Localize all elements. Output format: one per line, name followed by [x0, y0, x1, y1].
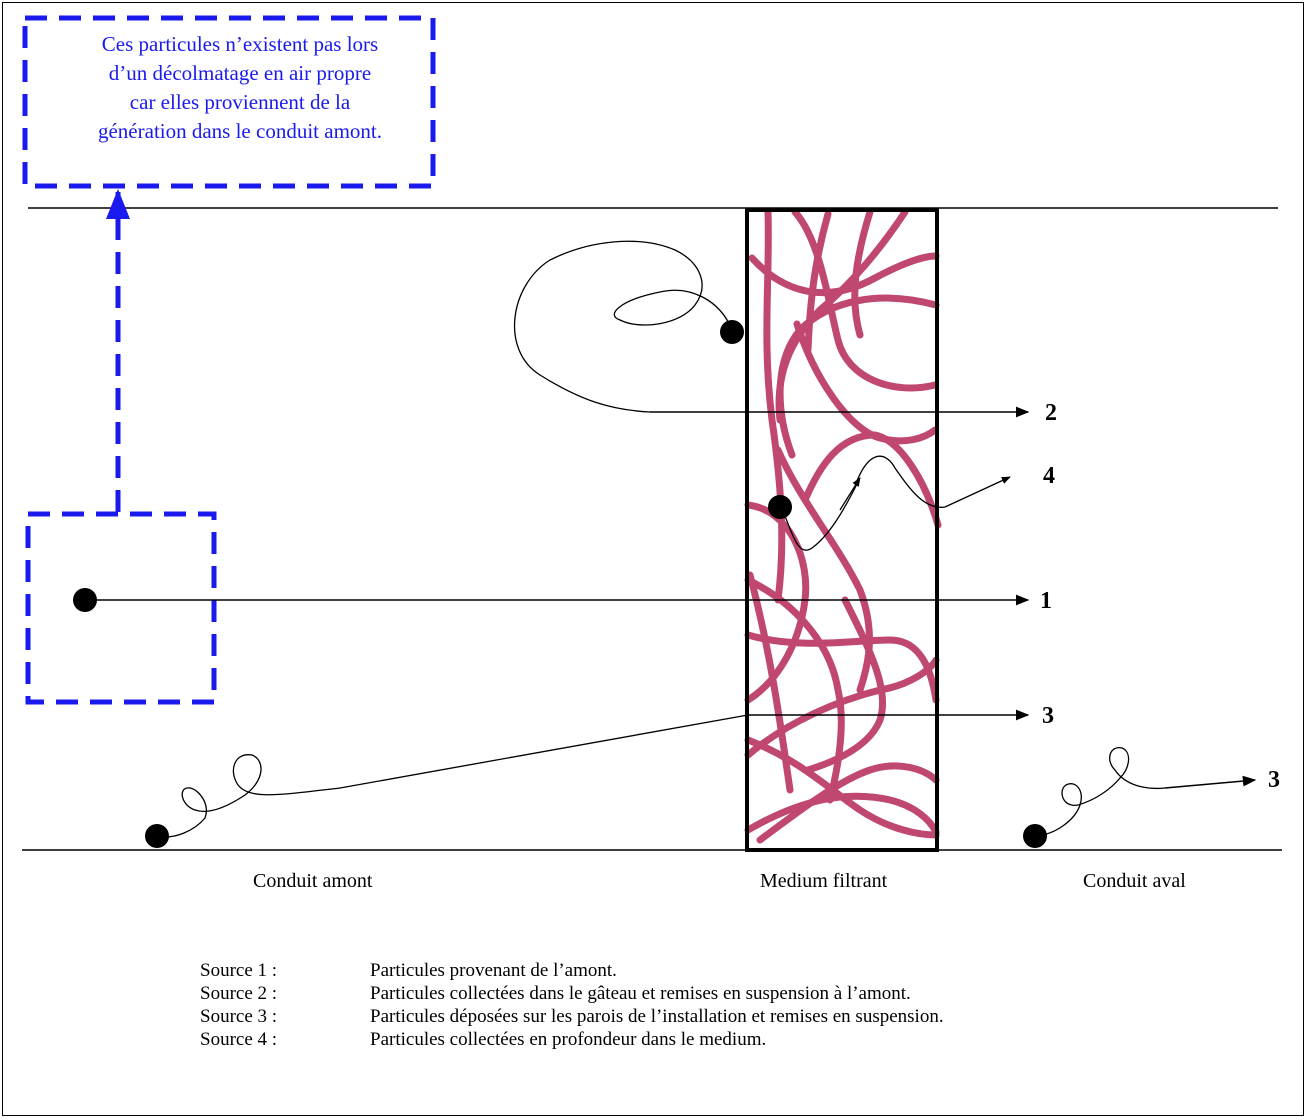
- path-source-3-downstream: [1034, 747, 1166, 837]
- legend-row: Source 4 : Particules collectées en prof…: [200, 1028, 944, 1051]
- note-line: Ces particules n’existent pas lors: [101, 32, 379, 56]
- region-medium-label: Medium filtrant: [760, 870, 888, 892]
- legend-key: Source 1 :: [200, 960, 278, 981]
- region-upstream-label: Conduit amont: [253, 870, 373, 892]
- label-source-4: 4: [1043, 463, 1055, 489]
- particle-source-3-downstream: [1023, 824, 1047, 848]
- particle-source-4: [768, 495, 792, 519]
- note-text: Ces particules n’existent pas lors d’un …: [40, 30, 440, 146]
- legend-row: Source 1 : Particules provenant de l’amo…: [200, 959, 944, 982]
- legend-text: Particules déposées sur les parois de l’…: [370, 1006, 944, 1027]
- path-source-3-upstream: [156, 754, 341, 838]
- filter-frame: [745, 208, 939, 852]
- path-source-4: [779, 481, 859, 551]
- legend-row: Source 2 : Particules collectées dans le…: [200, 982, 944, 1005]
- legend-text: Particules provenant de l’amont.: [370, 960, 617, 981]
- region-downstream-label: Conduit aval: [1083, 870, 1186, 892]
- legend: Source 1 : Particules provenant de l’amo…: [200, 959, 944, 1051]
- note-line: génération dans le conduit amont.: [97, 119, 382, 143]
- particle-source-3-upstream: [145, 824, 169, 848]
- note-line: d’un décolmatage en air propre: [108, 61, 372, 85]
- path-source-3-line: [339, 714, 749, 789]
- particle-source-1: [73, 588, 97, 612]
- path-source-4-arrow-mid: [839, 477, 861, 511]
- note-line: car elles proviennent de la: [129, 90, 351, 114]
- filter-fibers: [744, 208, 942, 844]
- path-source-2: [513, 240, 733, 413]
- particle-source-2: [720, 320, 744, 344]
- label-source-3-filter: 3: [1042, 703, 1054, 729]
- legend-text: Particules collectées dans le gâteau et …: [370, 983, 911, 1004]
- legend-key: Source 4 :: [200, 1029, 278, 1050]
- path-source-4-b: [854, 455, 946, 508]
- source-zone-box: [25, 511, 217, 705]
- legend-key: Source 3 :: [200, 1006, 278, 1027]
- note-box: [22, 15, 436, 189]
- legend-text: Particules collectées en profondeur dans…: [370, 1029, 767, 1050]
- legend-key: Source 2 :: [200, 983, 278, 1004]
- path-source-3-downstream-tail: [1164, 775, 1257, 789]
- legend-row: Source 3 : Particules déposées sur les p…: [200, 1005, 944, 1028]
- label-source-1: 1: [1040, 588, 1052, 614]
- label-source-3-downstream: 3: [1268, 767, 1280, 793]
- label-source-2: 2: [1045, 400, 1057, 426]
- path-source-4-tail: [944, 476, 1011, 508]
